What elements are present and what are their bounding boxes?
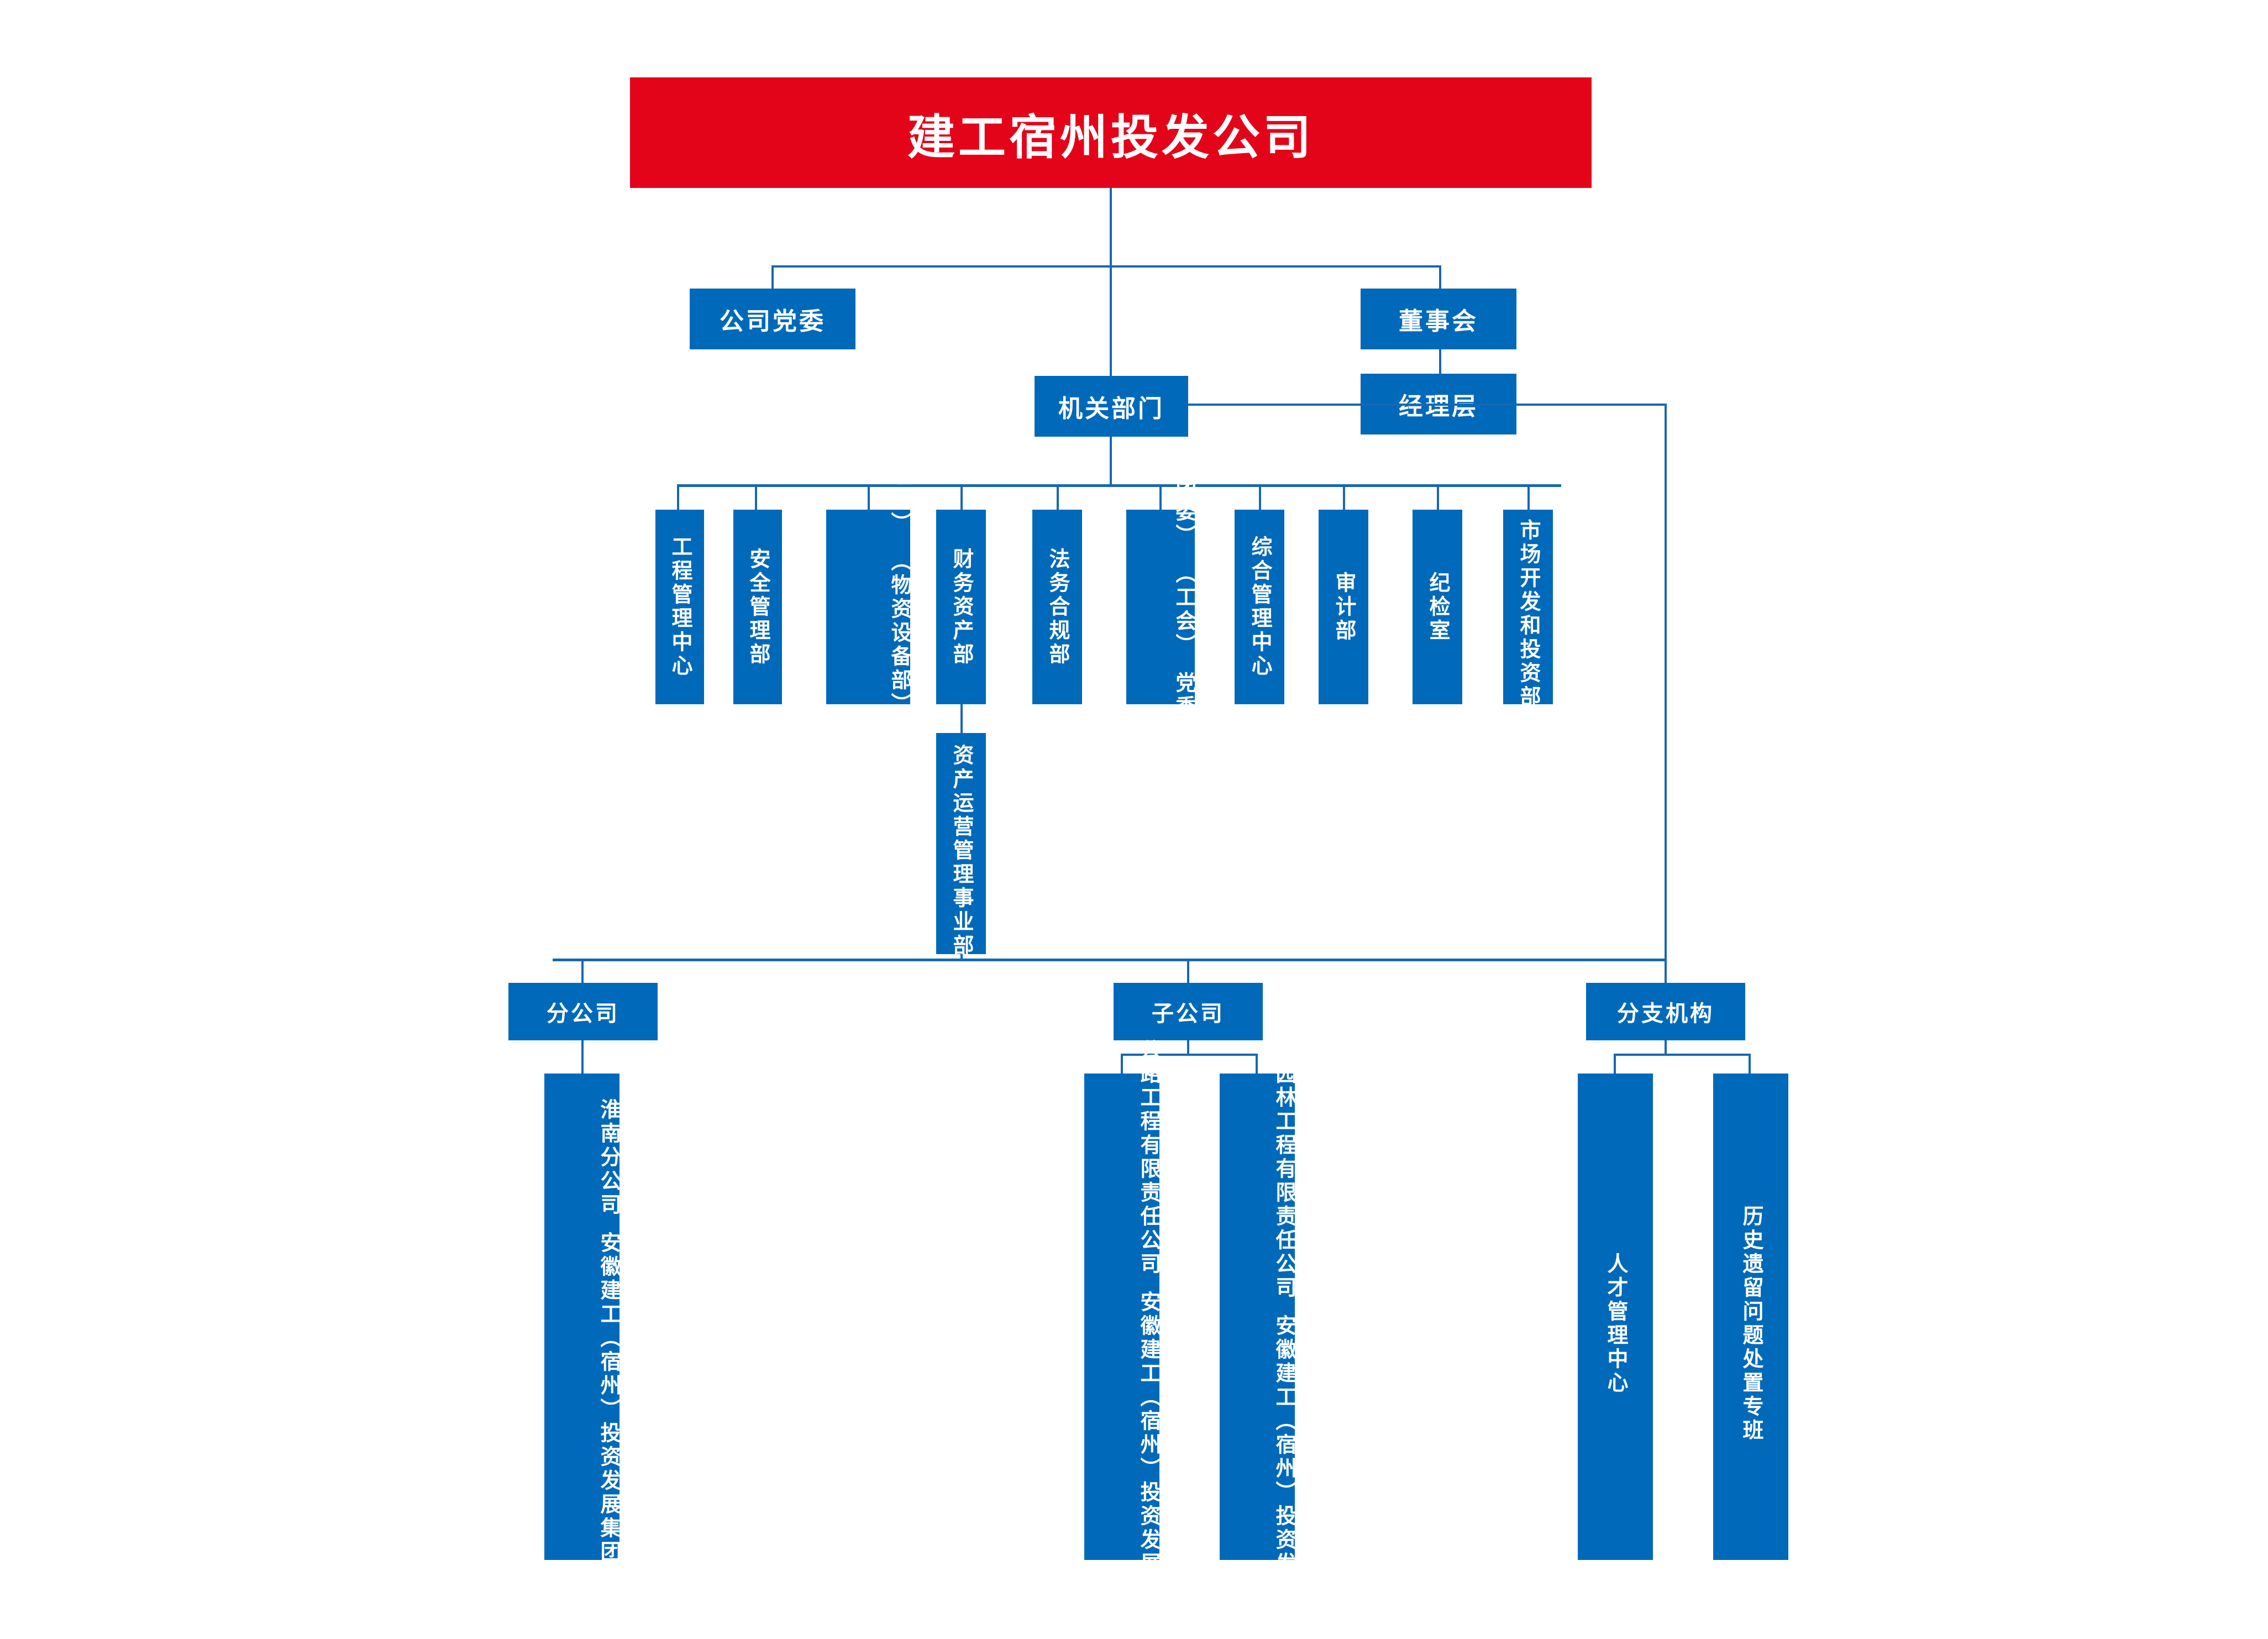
connector-to-asset-operation [960,704,963,733]
box-engineering-management-center[interactable]: 工程管理中心 [655,510,704,704]
dept-line-3: （招标管理部） [888,369,912,536]
connector-level2-bus [771,265,1441,268]
box-highway-engineering-co[interactable]: 安徽建工（宿州）投资发展集团 公路工程有限责任公司 [1084,1039,1161,1624]
box-huainan-branch[interactable]: 安徽建工（宿州）投资发展集团 淮南分公司 [544,1074,621,1564]
connector-to-functional-departments [1110,265,1112,376]
connector-dept-drop-4 [960,484,963,510]
connector-board-to-management [1439,349,1441,374]
box-branch-companies-header[interactable]: 分公司 [508,983,658,1040]
subsidiaries-label: 子公司 [1152,1001,1225,1027]
box-talent-management-center[interactable]: 人才管理中心 [1578,1074,1653,1560]
entity-line-2: 市政园林工程有限责任公司 [1272,1015,1296,1300]
connector-subsidiary-drop-2 [1256,1054,1258,1074]
entity-line-1: 人才管理中心 [1603,1253,1628,1395]
branch-companies-label: 分公司 [547,1001,620,1027]
connector-branch-companies-stem [581,1040,584,1074]
connector-right-lateral [1188,404,1667,406]
connector-dept-drop-2 [755,484,757,510]
dept-line-1: 安全管理部 [746,547,770,667]
entity-line-1: 安徽建工（宿州）投资发展集团 [1272,1315,1296,1639]
box-party-organization-dept[interactable]: 党委组织部 （工会） （团委） [1126,453,1196,790]
dept-line-1: 纪检室 [1425,571,1450,643]
box-subsidiaries-header[interactable]: 子公司 [1114,983,1263,1040]
dept-line-2: （工会） [1172,562,1196,657]
management-layer-label: 经理层 [1399,392,1478,421]
entity-line-1: 历史遗留问题处置专班 [1739,1205,1763,1443]
connector-branch-institutions-stem [1665,1040,1667,1055]
box-discipline-inspection-office[interactable]: 纪检室 [1413,510,1462,704]
dept-columns: 党委组织部 （工会） （团委） [1126,453,1196,790]
connector-to-board [1439,265,1441,289]
box-historical-issues-task-force[interactable]: 历史遗留问题处置专班 [1713,1074,1788,1560]
connector-branch-institutions-bus [1614,1054,1751,1056]
dept-line-1: 市场开发和投资部 [1516,519,1541,709]
connector-dept-drop-6 [1159,484,1162,510]
connector-departments-stem [1110,437,1112,486]
box-general-management-center[interactable]: 综合管理中心 [1235,510,1284,704]
entity-line-2: 公路工程有限责任公司 [1137,1039,1161,1276]
dept-line-2: （物资设备部） [888,550,912,716]
box-asset-operation-division[interactable]: 资产运营管理事业部 [936,733,986,958]
dept-line-1: 审计部 [1331,571,1356,643]
box-cost-management-center[interactable]: 成本管理中心 （物资设备部） （招标管理部） [826,369,912,873]
company-title-banner: 建工宿州投发公司 [630,77,1592,188]
branch-institutions-label: 分支机构 [1617,1001,1714,1027]
connector-subsidiaries-stem [1187,1040,1189,1055]
entity-columns: 历史遗留问题处置专班 [1713,1088,1788,1560]
connector-dept-drop-8 [1343,484,1345,510]
company-title-text: 建工宿州投发公司 [907,109,1314,165]
box-board-of-directors[interactable]: 董事会 [1361,289,1516,349]
entity-line-1: 安徽建工（宿州）投资发展集团 [597,1231,621,1564]
box-party-committee[interactable]: 公司党委 [690,289,855,349]
party-committee-label: 公司党委 [720,307,826,336]
connector-dept-drop-7 [1259,484,1261,510]
connector-departments-bus [677,484,1561,487]
connector-dept-drop-5 [1057,484,1059,510]
box-legal-compliance-dept[interactable]: 法务合规部 [1032,510,1082,704]
connector-to-party-committee [771,265,774,289]
entity-line-1: 安徽建工（宿州）投资发展集团 [1137,1291,1161,1624]
entity-columns: 人才管理中心 [1578,1088,1653,1560]
connector-asset-operation-to-bus [960,954,963,961]
connector-dept-drop-1 [677,484,679,510]
connector-bus-to-branch-companies [581,959,584,983]
entity-line-2: 淮南分公司 [597,1098,621,1217]
connector-institution-drop-2 [1749,1054,1751,1074]
connector-dept-drop-3 [868,484,870,510]
dept-line-1: 综合管理中心 [1247,536,1272,678]
functional-departments-label: 机关部门 [1058,395,1164,423]
entity-columns: 安徽建工（宿州）投资发展集团 淮南分公司 [544,1088,621,1564]
connector-subsidiary-drop-1 [1121,1054,1123,1074]
connector-bus-to-branch-institutions [1665,959,1667,983]
connector-dept-drop-9 [1437,484,1439,510]
box-audit-dept[interactable]: 审计部 [1319,510,1368,704]
entity-columns: 安徽建工（宿州）投资发展集团 公路工程有限责任公司 [1084,1039,1161,1624]
dept-line-1: 法务合规部 [1045,547,1070,667]
box-finance-asset-dept[interactable]: 财务资产部 [936,510,986,704]
asset-operation-columns: 资产运营管理事业部 [936,744,986,958]
connector-dept-drop-10 [1527,484,1530,510]
box-functional-departments[interactable]: 机关部门 [1035,376,1188,437]
dept-line-1: 党委组织部 [1172,671,1196,790]
connector-bottom-bus [553,959,1667,961]
dept-line-3: （团委） [1172,452,1196,548]
dept-line-1: 财务资产部 [949,547,974,667]
box-market-development-investment-dept[interactable]: 市场开发和投资部 [1503,510,1553,709]
asset-operation-line-1: 资产运营管理事业部 [949,743,974,958]
box-municipal-landscape-engineering-co[interactable]: 安徽建工（宿州）投资发展集团 市政园林工程有限责任公司 [1220,1015,1296,1639]
box-branch-institutions-header[interactable]: 分支机构 [1586,983,1745,1040]
board-of-directors-label: 董事会 [1399,307,1478,336]
box-safety-management-dept[interactable]: 安全管理部 [733,510,782,704]
connector-institution-drop-1 [1614,1054,1616,1074]
dept-line-1: 工程管理中心 [668,536,692,678]
connector-subsidiaries-bus [1121,1054,1258,1056]
connector-bus-to-subsidiaries [1187,959,1189,983]
dept-line-1: 成本管理中心 [888,731,912,873]
entity-columns: 安徽建工（宿州）投资发展集团 市政园林工程有限责任公司 [1220,1015,1296,1639]
dept-columns: 市场开发和投资部 [1503,519,1553,709]
connector-right-down [1665,404,1667,961]
dept-columns: 成本管理中心 （物资设备部） （招标管理部） [826,369,912,873]
connector-title-stem [1110,188,1112,266]
